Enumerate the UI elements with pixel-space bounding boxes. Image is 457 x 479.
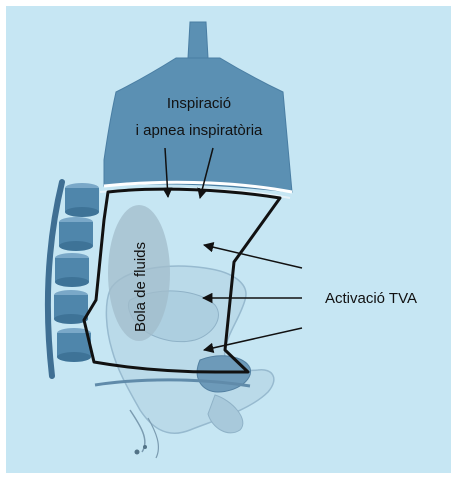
vertebra	[54, 290, 88, 324]
vertebra	[65, 183, 99, 217]
inspiration-label-line1: Inspiració	[167, 95, 231, 112]
vertebra	[59, 217, 93, 251]
vertebra	[55, 253, 89, 287]
vertebrae-column	[54, 183, 99, 362]
inspiration-label-line2: i apnea inspiratòria	[136, 122, 263, 139]
tva-activation-label: Activació TVA	[325, 290, 417, 307]
fluid-ball-label: Bola de fluids	[132, 242, 149, 332]
tva-arrow-upper	[204, 245, 302, 268]
